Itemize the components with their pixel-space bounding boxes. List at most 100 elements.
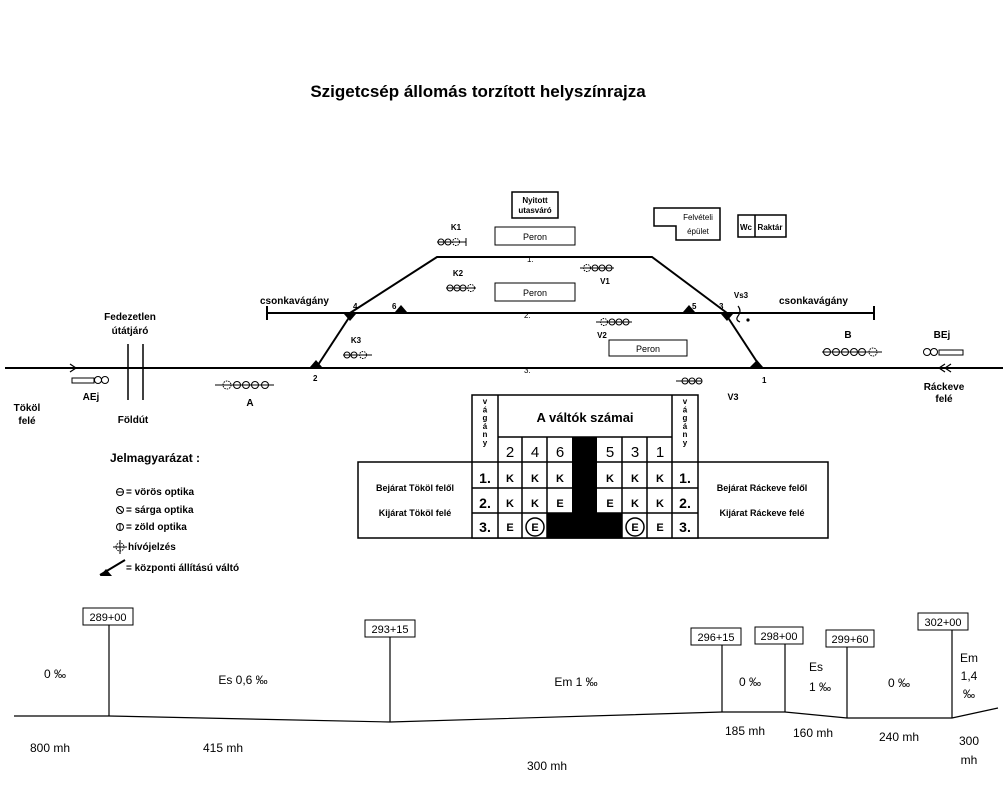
switch-position-cell: K: [631, 473, 639, 485]
switch-position-cell: K: [531, 473, 539, 485]
signal-v3-icon: [676, 377, 703, 385]
signal-vs3-label: Vs3: [734, 291, 749, 300]
svg-text:Em: Em: [960, 651, 978, 665]
signal-vs3-icon: [736, 305, 750, 323]
switch-position-cell: E: [506, 522, 513, 534]
switch-position-cell: K: [656, 473, 664, 485]
svg-text:1: 1: [762, 376, 767, 385]
switch-position-cell: K: [631, 498, 639, 510]
track-number-cell: 3.: [479, 519, 491, 535]
profile-line: [14, 625, 999, 723]
signal-b-label: B: [844, 330, 851, 341]
direction-right-l2: felé: [935, 394, 953, 405]
left-label-exit: Kijárat Tököl felé: [379, 508, 452, 518]
svg-text:415 mh: 415 mh: [203, 741, 243, 755]
track-number-cell: 1.: [679, 470, 691, 486]
signal-a-label: A: [246, 398, 253, 409]
svg-text:Földút: Földút: [118, 415, 149, 426]
svg-text:160 mh: 160 mh: [793, 726, 833, 740]
svg-text:300 mh: 300 mh: [527, 759, 567, 773]
svg-text:épület: épület: [687, 227, 710, 236]
switch-number-header: 3: [631, 444, 639, 461]
legend-green-icon: [116, 523, 124, 531]
length-labels: 800 mh 415 mh 300 mh 185 mh 160 mh 240 m…: [30, 724, 979, 773]
signal-a-icon: [215, 380, 274, 390]
track-header-letter: n: [683, 430, 688, 439]
track-2-label: 2.: [524, 311, 531, 320]
track-header-letter: y: [483, 439, 488, 448]
svg-text:293+15: 293+15: [371, 624, 408, 636]
switch-table-black-block: [547, 513, 622, 538]
legend-yellow-icon: [116, 506, 124, 514]
svg-text:299+60: 299+60: [831, 634, 868, 646]
legend-call-signal-icon: [113, 540, 127, 554]
legend-item-call: hívójelzés: [128, 542, 176, 553]
svg-text:240 mh: 240 mh: [879, 730, 919, 744]
signal-k2-icon: [446, 284, 476, 292]
svg-text:3: 3: [719, 302, 724, 311]
track-header-left: vágány: [483, 397, 488, 448]
svg-text:298+00: 298+00: [760, 631, 797, 643]
svg-text:‰: ‰: [963, 687, 975, 701]
spur-right-label: csonkavágány: [779, 296, 848, 307]
svg-text:Raktár: Raktár: [758, 223, 783, 232]
switch-position-cell: E: [606, 498, 613, 510]
platform-3: Peron: [608, 339, 688, 357]
svg-text:Peron: Peron: [636, 344, 660, 354]
left-label-entry: Bejárat Tököl felől: [376, 483, 454, 493]
switch-position-cell: E: [656, 522, 663, 534]
switch-number-header: 6: [556, 444, 564, 461]
signal-bej-label: BEj: [934, 330, 951, 341]
track-number-cell: 3.: [679, 519, 691, 535]
svg-text:1,4: 1,4: [961, 669, 978, 683]
switch-markers: [310, 305, 763, 367]
switch-numbers: 1 2 3 4 5 6: [313, 302, 767, 385]
svg-text:Fedezetlen: Fedezetlen: [104, 312, 156, 323]
svg-text:300: 300: [959, 734, 979, 748]
signal-k1-label: K1: [451, 223, 462, 232]
svg-text:Em 1 ‰: Em 1 ‰: [554, 675, 597, 689]
svg-text:Peron: Peron: [523, 288, 547, 298]
arrow-right-icon: [937, 363, 952, 373]
signal-k3-label: K3: [351, 336, 362, 345]
switch-position-cell: E: [556, 498, 563, 510]
track-header-letter: v: [683, 397, 688, 406]
switch-position-cell: E: [531, 522, 538, 534]
signal-v2-label: V2: [597, 331, 607, 340]
switch-number-header: 4: [531, 444, 539, 461]
svg-text:Peron: Peron: [523, 232, 547, 242]
switch-position-cell: K: [506, 473, 514, 485]
signal-k3-icon: [343, 351, 372, 359]
svg-text:Es: Es: [809, 660, 823, 674]
circled-cell-marker: [625, 517, 645, 537]
track-header-letter: n: [483, 430, 488, 439]
svg-text:2: 2: [313, 374, 318, 383]
signal-v3-label: V3: [727, 392, 738, 402]
right-label-exit: Kijárat Ráckeve felé: [719, 508, 804, 518]
svg-text:Felvételi: Felvételi: [683, 213, 713, 222]
legend-title: Jelmagyarázat :: [110, 451, 200, 465]
svg-text:útátjáró: útátjáró: [112, 326, 149, 337]
legend-item-switch: = központi állítású váltó: [126, 563, 239, 574]
svg-text:Wc: Wc: [740, 223, 753, 232]
page-title: Szigetcsép állomás torzított helyszínraj…: [310, 82, 646, 101]
switch-number-header: 1: [656, 444, 664, 461]
svg-text:0 ‰: 0 ‰: [888, 676, 910, 690]
track-number-cell: 1.: [479, 470, 491, 486]
track-header-letter: á: [483, 405, 488, 414]
svg-text:Es 0,6 ‰: Es 0,6 ‰: [218, 673, 267, 687]
track-1-label: 1.: [527, 255, 534, 264]
gradient-labels: 0 ‰ Es 0,6 ‰ Em 1 ‰ 0 ‰ Es 1 ‰ 0 ‰ Em 1,…: [44, 651, 978, 701]
switch-position-cell: K: [606, 473, 614, 485]
switches-header: A váltók számai: [536, 410, 633, 425]
switch-position-cell: E: [631, 522, 638, 534]
building-wc-warehouse: Wc Raktár: [737, 214, 787, 238]
legend-switch-icon: [99, 559, 126, 576]
svg-text:utasváró: utasváró: [518, 206, 551, 215]
legend-item-red: = vörös optika: [126, 487, 195, 498]
svg-text:Nyitott: Nyitott: [522, 196, 548, 205]
switch-position-cell: K: [531, 498, 539, 510]
legend-item-green: = zöld optika: [126, 522, 187, 533]
legend-red-icon: [116, 488, 124, 496]
